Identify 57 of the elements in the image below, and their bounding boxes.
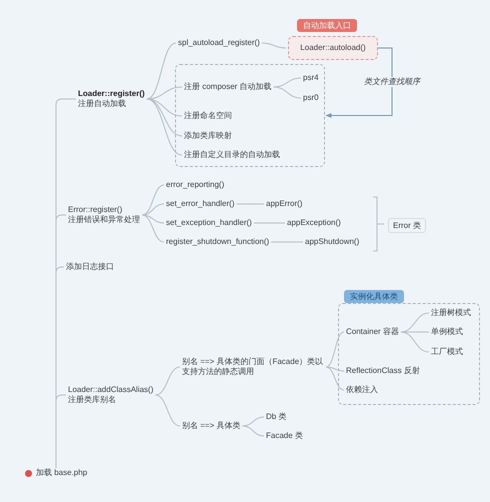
topic-text: set_exception_handler() (166, 218, 252, 228)
connector-line (142, 184, 164, 216)
connector-line (154, 394, 180, 426)
topic-text: Error::register() (68, 205, 124, 215)
topic-text: 注册自定义目录的自动加载 (184, 150, 280, 160)
connector-line (142, 204, 164, 216)
connector-line (142, 214, 164, 242)
topic-text: appError() (266, 199, 302, 209)
connector-line (400, 332, 430, 352)
topic-text: 注册命名空间 (184, 111, 232, 121)
topic-text: 注册类库别名 (68, 395, 117, 405)
topic-text: ReflectionClass 反射 (346, 366, 420, 376)
topic-text: Facade 类 (266, 431, 303, 441)
topic-text: Loader::register() (78, 89, 145, 99)
topic-text: 添加日志接口 (66, 262, 114, 272)
connector-line (273, 86, 302, 98)
topic-text: appShutdown() (305, 237, 360, 247)
topic-text: 别名 ==> 具体类的门面（Facade）类以支持方法的静态调用 (182, 357, 324, 377)
connector-line (326, 366, 344, 372)
connector-line (154, 366, 180, 396)
connector-line (56, 394, 66, 468)
topic-text: 注册错误和异常处理 (68, 215, 140, 225)
topic-text: 添加类库映射 (184, 131, 232, 141)
topic-text: 单例模式 (431, 327, 463, 337)
arrow (325, 48, 392, 118)
topic-text: 工厂模式 (431, 347, 463, 357)
topic-text: spl_autoload_register() (178, 38, 260, 48)
topic-text: appException() (287, 218, 341, 228)
edge-label: 类文件查找顺序 (362, 76, 422, 87)
topic-text: Db 类 (266, 412, 286, 422)
topic-text: psr0 (303, 93, 319, 103)
connector-line (326, 366, 344, 390)
topic-text: set_error_handler() (166, 199, 234, 209)
topic-text: 注册树模式 (431, 308, 471, 318)
connector-line (146, 42, 176, 100)
topic-text: error_reporting() (166, 180, 224, 190)
topic-text: Loader::addClassAlias() (68, 385, 154, 395)
connector-line (253, 222, 286, 224)
connector-line (146, 98, 182, 156)
topic-text: 加载 base.php (36, 468, 88, 478)
connector-line (242, 426, 264, 436)
topic-text: 依赖注入 (346, 385, 378, 395)
connector-line (326, 332, 344, 368)
topic-text: 别名 ==> 具体类 (182, 421, 240, 431)
tag-badge: 实例化具体类 (344, 290, 404, 303)
dashed-group-box (175, 64, 325, 167)
dashed-node-box: Loader::autoload() (288, 36, 378, 60)
connector-line (146, 98, 182, 116)
connector-line (142, 214, 164, 224)
topic-text: register_shutdown_function() (166, 237, 270, 247)
topic-text: psr4 (303, 73, 319, 83)
connector-line (261, 42, 286, 48)
topic-text: 注册自动加载 (78, 99, 127, 109)
topic-text: 注册 composer 自动加载 (184, 82, 272, 92)
tag-badge: 自动加载入口 (297, 19, 357, 32)
topic-text: Container 容器 (346, 327, 399, 337)
group-label: Error 类 (388, 218, 426, 233)
